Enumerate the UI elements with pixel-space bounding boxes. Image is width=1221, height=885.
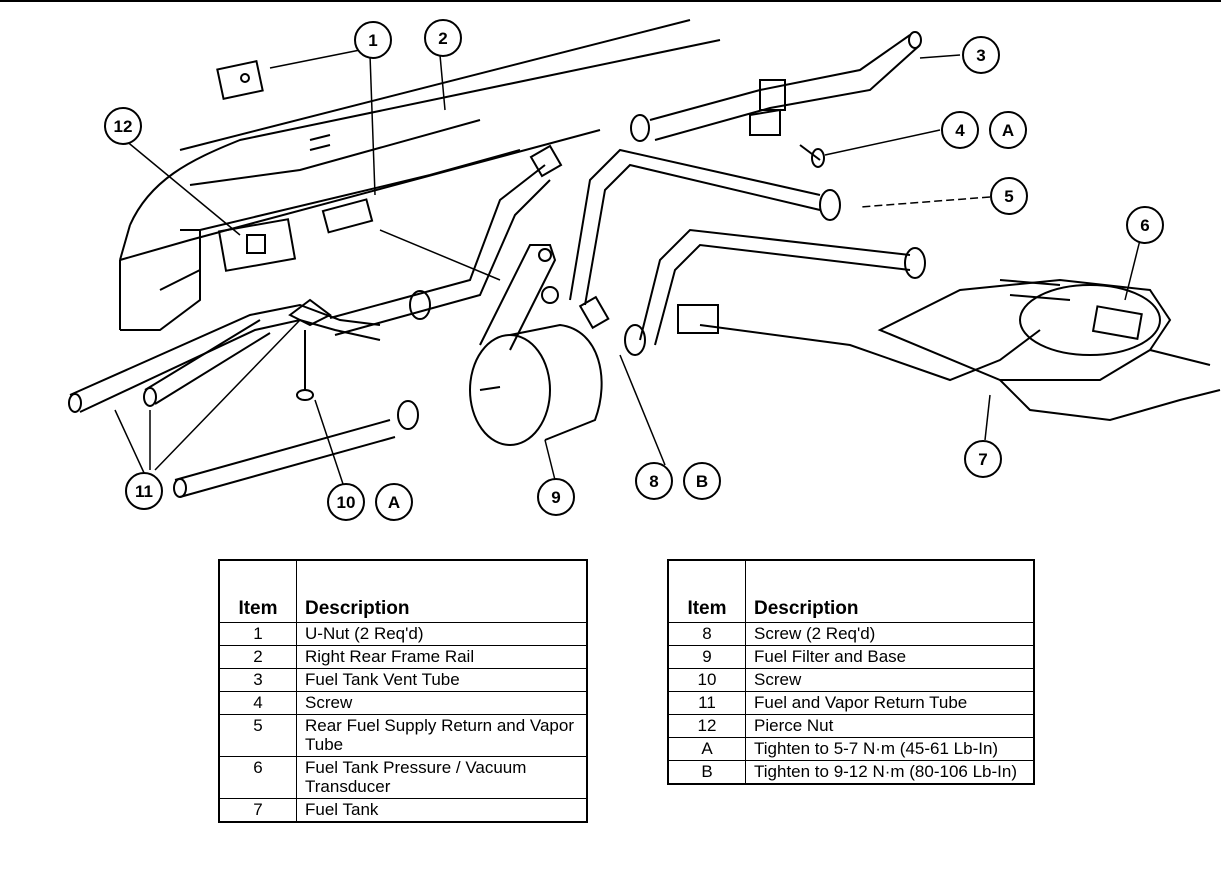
legend-row: A Tighten to 5-7 N·m (45-61 Lb-In): [667, 736, 1035, 761]
callout-9: 9: [537, 478, 575, 516]
legend-row: 6 Fuel Tank Pressure / Vacuum Transducer: [218, 755, 588, 799]
fuel-system-exploded-diagram: 1 2 3 4 A 5 6 7: [0, 0, 1221, 521]
callout-3: 3: [962, 36, 1000, 74]
legend-row: 5 Rear Fuel Supply Return and Vapor Tube: [218, 713, 588, 757]
legend-item-number: 8: [667, 621, 746, 646]
legend-item-description: Screw (2 Req'd): [745, 621, 1035, 646]
svg-text:8: 8: [649, 472, 658, 491]
fuel-filter-and-base: [469, 244, 610, 446]
svg-text:B: B: [696, 472, 708, 491]
callout-10-a: A: [375, 483, 413, 521]
legend-header-row: Item Description: [667, 559, 1035, 623]
legend-item-description: Fuel and Vapor Return Tube: [745, 690, 1035, 715]
legend-header-row: Item Description: [218, 559, 588, 623]
hardware: [216, 59, 825, 430]
callout-6: 6: [1126, 206, 1164, 244]
callout-10: 10: [327, 483, 365, 521]
legend-item-description: Right Rear Frame Rail: [296, 644, 588, 669]
legend-item-number: 9: [667, 644, 746, 669]
callout-5: 5: [990, 177, 1028, 215]
legend-item-number: 2: [218, 644, 297, 669]
legend-row: 2 Right Rear Frame Rail: [218, 644, 588, 669]
callouts: 1 2 3 4 A 5 6 7: [104, 19, 1164, 521]
legend-header-description: Description: [745, 559, 1035, 623]
legend-item-number: 1: [218, 621, 297, 646]
callout-2: 2: [424, 19, 462, 57]
fuel-vapor-return-tubes: [68, 144, 563, 498]
callout-1: 1: [354, 21, 392, 59]
legend-item-number: 7: [218, 797, 297, 822]
legend-header-item: Item: [667, 559, 746, 623]
legend-row: 10 Screw: [667, 667, 1035, 692]
legend-row: 3 Fuel Tank Vent Tube: [218, 667, 588, 692]
legend-item-description: Pierce Nut: [745, 713, 1035, 738]
frame-rail: [119, 19, 721, 331]
legend-row: 9 Fuel Filter and Base: [667, 644, 1035, 669]
svg-text:7: 7: [978, 450, 987, 469]
svg-text:10: 10: [337, 493, 356, 512]
legend-item-description: Screw: [745, 667, 1035, 692]
svg-text:1: 1: [368, 31, 377, 50]
legend-item-number: 4: [218, 690, 297, 715]
svg-text:12: 12: [114, 117, 133, 136]
legend-row: 11 Fuel and Vapor Return Tube: [667, 690, 1035, 715]
leader-lines: [114, 49, 1141, 491]
svg-text:11: 11: [135, 482, 153, 501]
legend-item-description: Rear Fuel Supply Return and Vapor Tube: [296, 713, 588, 757]
legend-item-description: Fuel Filter and Base: [745, 644, 1035, 669]
fuel-tank-vent-tube: [630, 31, 922, 142]
svg-text:9: 9: [551, 488, 560, 507]
svg-text:2: 2: [438, 29, 447, 48]
legend-item-number: 10: [667, 667, 746, 692]
legend-item-description: Fuel Tank Pressure / Vacuum Transducer: [296, 755, 588, 799]
legend-header-description: Description: [296, 559, 588, 623]
callout-8-b: B: [683, 462, 721, 500]
legend-row: 4 Screw: [218, 690, 588, 715]
legend-item-description: Tighten to 5-7 N·m (45-61 Lb-In): [745, 736, 1035, 761]
fuel-tank: [877, 278, 1221, 422]
legend-item-number: 12: [667, 713, 746, 738]
legend-row: 12 Pierce Nut: [667, 713, 1035, 738]
legend-row: 1 U-Nut (2 Req'd): [218, 621, 588, 646]
rear-supply-return-tubes: [569, 148, 1041, 382]
legend-item-description: U-Nut (2 Req'd): [296, 621, 588, 646]
svg-text:5: 5: [1004, 187, 1013, 206]
legend-item-number: 11: [667, 690, 746, 715]
legend-row: 7 Fuel Tank: [218, 797, 588, 822]
legend-item-description: Fuel Tank Vent Tube: [296, 667, 588, 692]
legend-item-number: 3: [218, 667, 297, 692]
callout-4: 4: [941, 111, 979, 149]
svg-text:6: 6: [1140, 216, 1149, 235]
legend-row: 8 Screw (2 Req'd): [667, 621, 1035, 646]
svg-text:4: 4: [955, 121, 965, 140]
legend-header-item: Item: [218, 559, 297, 623]
legend-table-right: Item Description 8 Screw (2 Req'd) 9 Fue…: [667, 559, 1035, 785]
svg-text:A: A: [388, 493, 400, 512]
callout-7: 7: [964, 440, 1002, 478]
svg-text:3: 3: [976, 46, 985, 65]
callout-12: 12: [104, 107, 142, 145]
legend-item-description: Tighten to 9-12 N·m (80-106 Lb-In): [745, 759, 1035, 784]
legend-item-number: 5: [218, 713, 297, 757]
callout-8: 8: [635, 462, 673, 500]
callout-11: 11: [125, 472, 163, 510]
legend-item-number: B: [667, 759, 746, 784]
callout-4-a: A: [989, 111, 1027, 149]
legend-item-description: Screw: [296, 690, 588, 715]
legend-item-description: Fuel Tank: [296, 797, 588, 822]
svg-text:A: A: [1002, 121, 1014, 140]
legend-item-number: A: [667, 736, 746, 761]
legend-item-number: 6: [218, 755, 297, 799]
legend-row: B Tighten to 9-12 N·m (80-106 Lb-In): [667, 759, 1035, 784]
legend-table-left: Item Description 1 U-Nut (2 Req'd) 2 Rig…: [218, 559, 588, 823]
